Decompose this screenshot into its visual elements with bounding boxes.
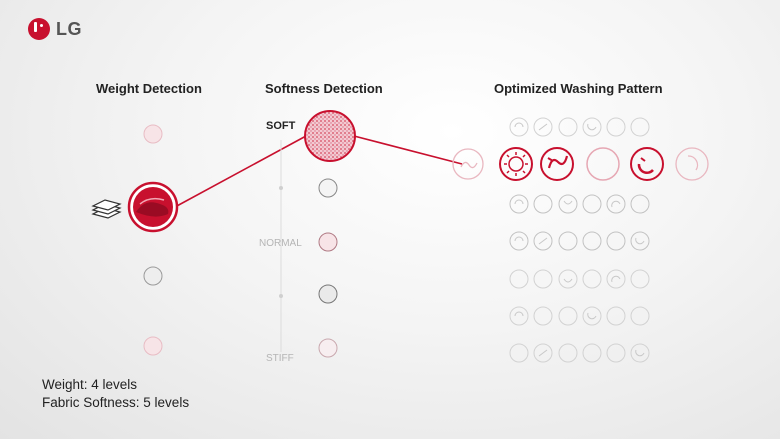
pattern-row-1 [509,117,650,137]
pattern-row-5 [509,269,650,289]
softness-label-stiff: STIFF [266,353,294,364]
weight-detection-heading: Weight Detection [96,81,202,96]
lg-logo: LG [28,18,82,40]
pattern-step-1 [452,148,484,180]
pattern-step-4 [586,147,620,181]
pattern-row-6 [509,306,650,326]
softness-level-3 [318,232,338,252]
softness-label-soft: SOFT [266,120,296,132]
logo-text: LG [56,18,82,39]
pattern-step-6 [675,147,709,181]
lg-logo-icon [28,18,50,40]
laundry-stack-icon [91,199,122,219]
softness-scale [279,140,283,352]
weight-level-4 [143,336,163,356]
connection-lines [174,135,463,208]
pattern-step-3 [540,147,574,181]
weight-level-3 [143,266,163,286]
pattern-row-7 [509,343,650,363]
softness-levels [304,110,356,358]
levels-summary: Weight: 4 levels Fabric Softness: 5 leve… [42,376,189,412]
weight-levels-text: Weight: 4 levels [42,377,138,392]
pattern-row-4 [509,231,650,251]
optimized-pattern-row [452,147,709,181]
weight-level-1 [143,124,163,144]
softness-level-1-active [304,110,356,162]
softness-levels-text: Fabric Softness: 5 levels [42,395,190,410]
softness-level-4 [318,284,338,304]
softness-detection-heading: Softness Detection [265,81,383,96]
washing-pattern-grid [509,117,650,363]
washing-pattern-heading: Optimized Washing Pattern [494,81,663,96]
pattern-row-3 [509,194,650,214]
pattern-step-2 [499,147,533,181]
softness-label-normal: NORMAL [259,238,302,249]
softness-level-5 [318,338,338,358]
weight-levels [127,124,179,356]
softness-level-2 [318,178,338,198]
pattern-step-5 [630,147,664,181]
